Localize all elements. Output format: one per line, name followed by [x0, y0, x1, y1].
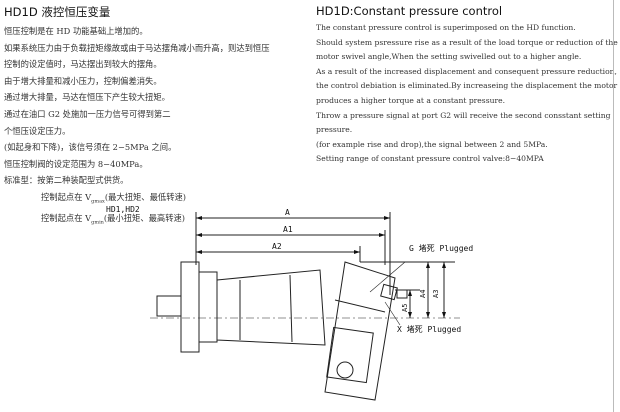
- text-line: (如起身和下降)，该信号须在 2−5MPa 之间。: [4, 142, 177, 153]
- subscript: gmin: [91, 219, 104, 226]
- text-line: 恒压控制是在 HD 功能基础上增加的。: [4, 26, 148, 36]
- text-line: 由于增大排量和减小压力，控制偏差消失。: [4, 75, 162, 86]
- flange: [180, 261, 200, 353]
- text-line: Throw a pressure signal at port G2 will …: [316, 110, 611, 120]
- port-G-fitting: [380, 283, 398, 301]
- text-line: 恒压控制阀的设定范围为 8−40MPa。: [4, 158, 148, 169]
- control-start-min: 控制起点在 Vgmin(最小扭矩、最高转速): [4, 210, 304, 231]
- port-G-label: G 堵死 Plugged: [409, 243, 473, 253]
- text-line: 通过在油口 G2 处施加一压力信号可得到第二: [4, 108, 171, 119]
- text-line: 标准型：按第二种装配型式供货。: [4, 175, 129, 186]
- text: (最小扭矩、最高转速): [103, 213, 186, 224]
- dim-label-A3: A3: [432, 290, 440, 298]
- motor-body: [216, 269, 326, 346]
- control-start-max: 控制起点在 Vgmax(最大扭矩、最低转速): [4, 189, 304, 210]
- english-description: HD1D:Constant pressure control The const…: [316, 4, 618, 167]
- text-line: As a result of the increased displacemen…: [316, 66, 617, 76]
- dim-label-A: A: [285, 208, 290, 217]
- dim-label-A4: A4: [419, 290, 427, 298]
- text-line: produces a higher torque at a constant p…: [316, 95, 506, 105]
- text-line: motor swivel angle,When the setting swiv…: [316, 52, 582, 62]
- text-line: 如果系统压力由于负载扭矩缘故或由于马达摆角减小而升高，则达到恒压: [4, 42, 270, 53]
- text-line: (for example rise and drop),the signal b…: [316, 139, 548, 149]
- text: (最大扭矩、最低转速): [104, 191, 187, 202]
- chinese-description: HD1D 液控恒压变量 恒压控制是在 HD 功能基础上增加的。 如果系统压力由于…: [4, 4, 304, 231]
- text-line: 通过增大排量，马达在恒压下产生较大扭矩。: [4, 92, 170, 103]
- text-line: The constant pressure control is superim…: [316, 23, 576, 32]
- shaft: [156, 295, 182, 317]
- text-line: the control debiation is eliminated.By i…: [316, 81, 618, 91]
- text-line: 控制的设定值时，马达摆出到较大的摆角。: [4, 59, 162, 70]
- dim-label-A2: A2: [272, 242, 282, 251]
- text-line: 个恒压设定压力。: [4, 125, 71, 136]
- dim-label-A1: A1: [283, 225, 293, 234]
- dim-label-A5: A5: [401, 304, 409, 312]
- text-line: Setting range of constant pressure contr…: [316, 154, 544, 164]
- section-title-cn: HD1D 液控恒压变量: [4, 5, 111, 19]
- text-line: pressure.: [316, 125, 353, 135]
- motor-dimension-drawing: HD1,HD2 A A1 A2 G 堵死 Plugged X 堵死 Plugge…: [106, 205, 473, 401]
- page-border: [613, 0, 614, 412]
- subscript: gmax: [91, 198, 105, 205]
- tilted-housing: [324, 261, 396, 401]
- variant-label: HD1,HD2: [106, 205, 140, 214]
- text: 控制起点在 V: [41, 213, 92, 224]
- section-title-en: HD1D:Constant pressure control: [316, 4, 503, 18]
- port-X-label: X 堵死 Plugged: [397, 324, 461, 334]
- text: 控制起点在 V: [41, 191, 92, 202]
- text-line: Should system psressure rise as a result…: [316, 37, 618, 47]
